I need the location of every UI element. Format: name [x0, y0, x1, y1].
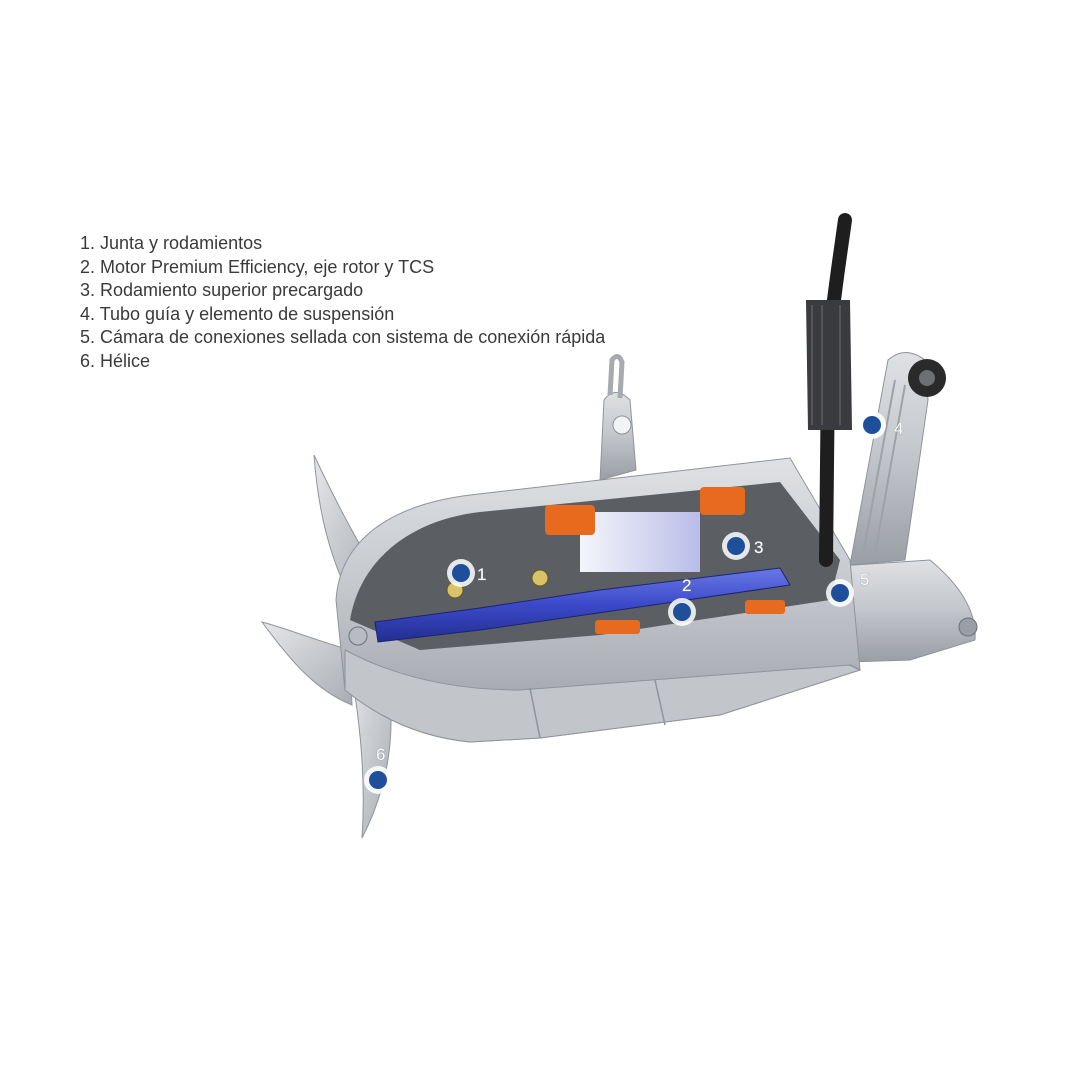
legend-item-motor: 2. Motor Premium Efficiency, eje rotor y…	[80, 256, 435, 277]
callout-4[interactable]: 4	[858, 411, 904, 439]
legend-item-propeller: 6. Hélice	[80, 350, 151, 371]
guide-bracket	[849, 352, 946, 566]
legend-item-guide-tube: 4. Tubo guía y elemento de suspensión	[80, 303, 395, 324]
callout-5[interactable]: 5	[826, 570, 870, 607]
callout-label-5: 5	[860, 570, 869, 589]
callout-1[interactable]: 1	[447, 559, 487, 587]
winding-top-left	[545, 505, 595, 535]
callout-label-1: 1	[477, 565, 486, 584]
callout-2[interactable]: 2	[668, 576, 696, 626]
winding-bottom-right	[745, 600, 785, 614]
power-cable	[806, 213, 852, 567]
callout-3[interactable]: 3	[722, 532, 764, 560]
callout-label-3: 3	[754, 538, 763, 557]
legend-item-upper-bearing: 3. Rodamiento superior precargado	[80, 280, 364, 301]
legend-item-seal-bearings: 1. Junta y rodamientos	[80, 233, 263, 253]
winding-top-right	[700, 487, 745, 515]
suspension-hook	[599, 354, 637, 481]
motor-stator	[580, 512, 700, 572]
callout-6[interactable]: 6	[364, 745, 392, 794]
callout-label-2: 2	[682, 576, 691, 595]
tail-nut-icon	[958, 617, 978, 637]
winding-bottom-left	[595, 620, 640, 634]
component-legend: 1. Junta y rodamientos 2. Motor Premium …	[80, 232, 605, 374]
rotor-shaft	[374, 567, 791, 643]
callout-label-4: 4	[894, 419, 903, 438]
legend-item-connection-chamber: 5. Cámara de conexiones sellada con sist…	[80, 327, 606, 348]
propeller-blade-left	[260, 621, 353, 706]
shaft-tip	[348, 626, 368, 646]
callout-label-6: 6	[376, 745, 385, 764]
